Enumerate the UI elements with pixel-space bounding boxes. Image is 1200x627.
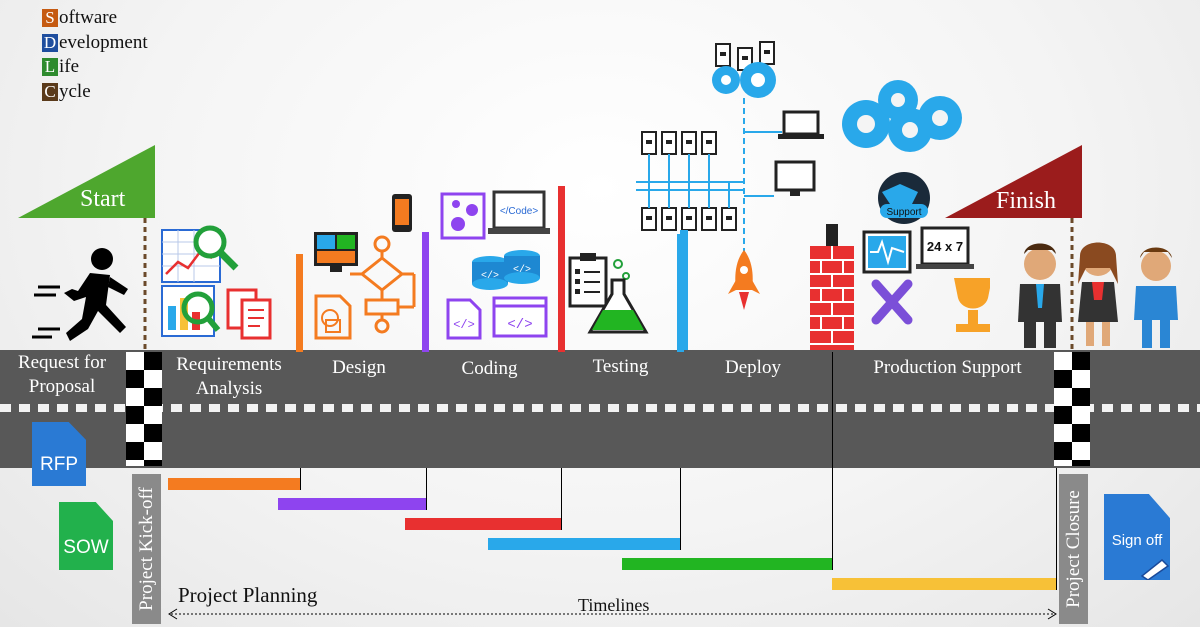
svg-text:</>: </> xyxy=(453,318,475,332)
timeline-dropline xyxy=(426,468,427,510)
timeline-dropline xyxy=(680,468,681,550)
code-window-label: </Code> xyxy=(500,206,539,217)
timeline-arrow xyxy=(168,608,1057,620)
project-kickoff-label: Project Kick-off xyxy=(132,474,161,624)
phase-label-production-support: Production Support xyxy=(873,357,1022,378)
phase-label-requirements: Requirements Analysis xyxy=(164,353,294,401)
gears-icon xyxy=(842,80,962,152)
timeline-dropline xyxy=(1056,468,1057,590)
acronym-letter-c: C xyxy=(42,82,58,101)
phase-label-coding: Coding xyxy=(461,358,518,379)
svg-text:</>: </> xyxy=(481,270,499,282)
firewall-icon xyxy=(810,224,854,352)
timeline-bar-design xyxy=(168,478,300,490)
support-globe-label: Support xyxy=(886,207,921,218)
acronym-word-s: oftware xyxy=(59,7,118,28)
coding-phase-marker xyxy=(422,232,429,352)
team-people-icon xyxy=(1018,242,1178,348)
project-closure-text: Project Closure xyxy=(1062,490,1084,608)
design-phase-marker xyxy=(296,254,303,352)
start-checkered-line xyxy=(126,352,162,466)
pen-icon xyxy=(1140,558,1170,580)
rfp-document-icon: RFP xyxy=(32,422,86,486)
start-flag-label: Start xyxy=(80,186,126,212)
design-icon xyxy=(314,194,416,340)
phase-label-requirements-line1: Requirements xyxy=(176,354,282,375)
phase-label-requirements-line2: Analysis xyxy=(195,378,263,399)
timeline-dropline xyxy=(300,468,301,490)
svg-text:</>: </> xyxy=(513,264,531,276)
timeline-dropline xyxy=(832,352,833,570)
runner-icon xyxy=(32,248,128,341)
acronym-letter-d: D xyxy=(42,32,58,52)
start-flag xyxy=(18,145,155,354)
rfp-document-label: RFP xyxy=(40,454,78,475)
deploy-network-icon xyxy=(636,41,824,350)
timeline-bar-testing xyxy=(405,518,561,530)
finish-flag xyxy=(945,145,1082,355)
project-kickoff-text: Project Kick-off xyxy=(135,487,157,611)
phase-label-design: Design xyxy=(332,357,386,378)
project-planning-label: Project Planning xyxy=(178,583,318,607)
timeline-bar-closure xyxy=(832,578,1056,590)
production-support-icon: Support 24 x 7 xyxy=(862,172,990,332)
coding-icon: </Code> </> </> </> </> xyxy=(440,190,550,340)
finish-checkered-line xyxy=(1054,352,1090,466)
phase-label-rfp-line1: Request for xyxy=(17,352,107,373)
svg-text:</>: </> xyxy=(507,317,532,333)
timeline-bar-coding xyxy=(278,498,426,510)
phase-label-rfp: Request for Proposal xyxy=(8,351,116,399)
support-24x7-label: 24 x 7 xyxy=(927,239,963,254)
phase-label-rfp-line2: Proposal xyxy=(28,376,96,397)
testing-icon xyxy=(568,253,649,334)
timeline-dropline xyxy=(561,468,562,530)
acronym-row-d: D evelopment xyxy=(42,31,148,56)
phase-label-deploy: Deploy xyxy=(725,357,781,378)
road-center-dashes xyxy=(0,404,1200,412)
sdlc-acronym: S oftware D evelopment L ife C ycle xyxy=(42,6,148,104)
acronym-row-l: L ife xyxy=(42,55,148,80)
testing-phase-marker xyxy=(558,186,565,352)
signoff-document-icon: Sign off xyxy=(1104,494,1170,580)
acronym-row-s: S oftware xyxy=(42,6,148,31)
acronym-word-l: ife xyxy=(59,56,80,77)
deploy-phase-marker xyxy=(677,234,684,352)
requirements-analysis-icon xyxy=(161,225,272,340)
finish-flag-label: Finish xyxy=(996,188,1057,214)
acronym-word-c: ycle xyxy=(59,80,91,102)
phase-label-testing: Testing xyxy=(592,356,649,377)
timeline-bar-support xyxy=(622,558,832,570)
sow-document-label: SOW xyxy=(63,537,109,558)
timeline-bar-deploy xyxy=(488,538,680,550)
acronym-letter-s: S xyxy=(42,8,58,28)
project-closure-label: Project Closure xyxy=(1059,474,1088,624)
acronym-letter-l: L xyxy=(42,57,58,77)
acronym-word-d: evelopment xyxy=(59,31,148,53)
acronym-row-c: C ycle xyxy=(42,80,148,105)
signoff-document-label: Sign off xyxy=(1111,532,1163,549)
timelines-label: Timelines xyxy=(578,595,650,615)
sow-document-icon: SOW xyxy=(59,502,113,570)
